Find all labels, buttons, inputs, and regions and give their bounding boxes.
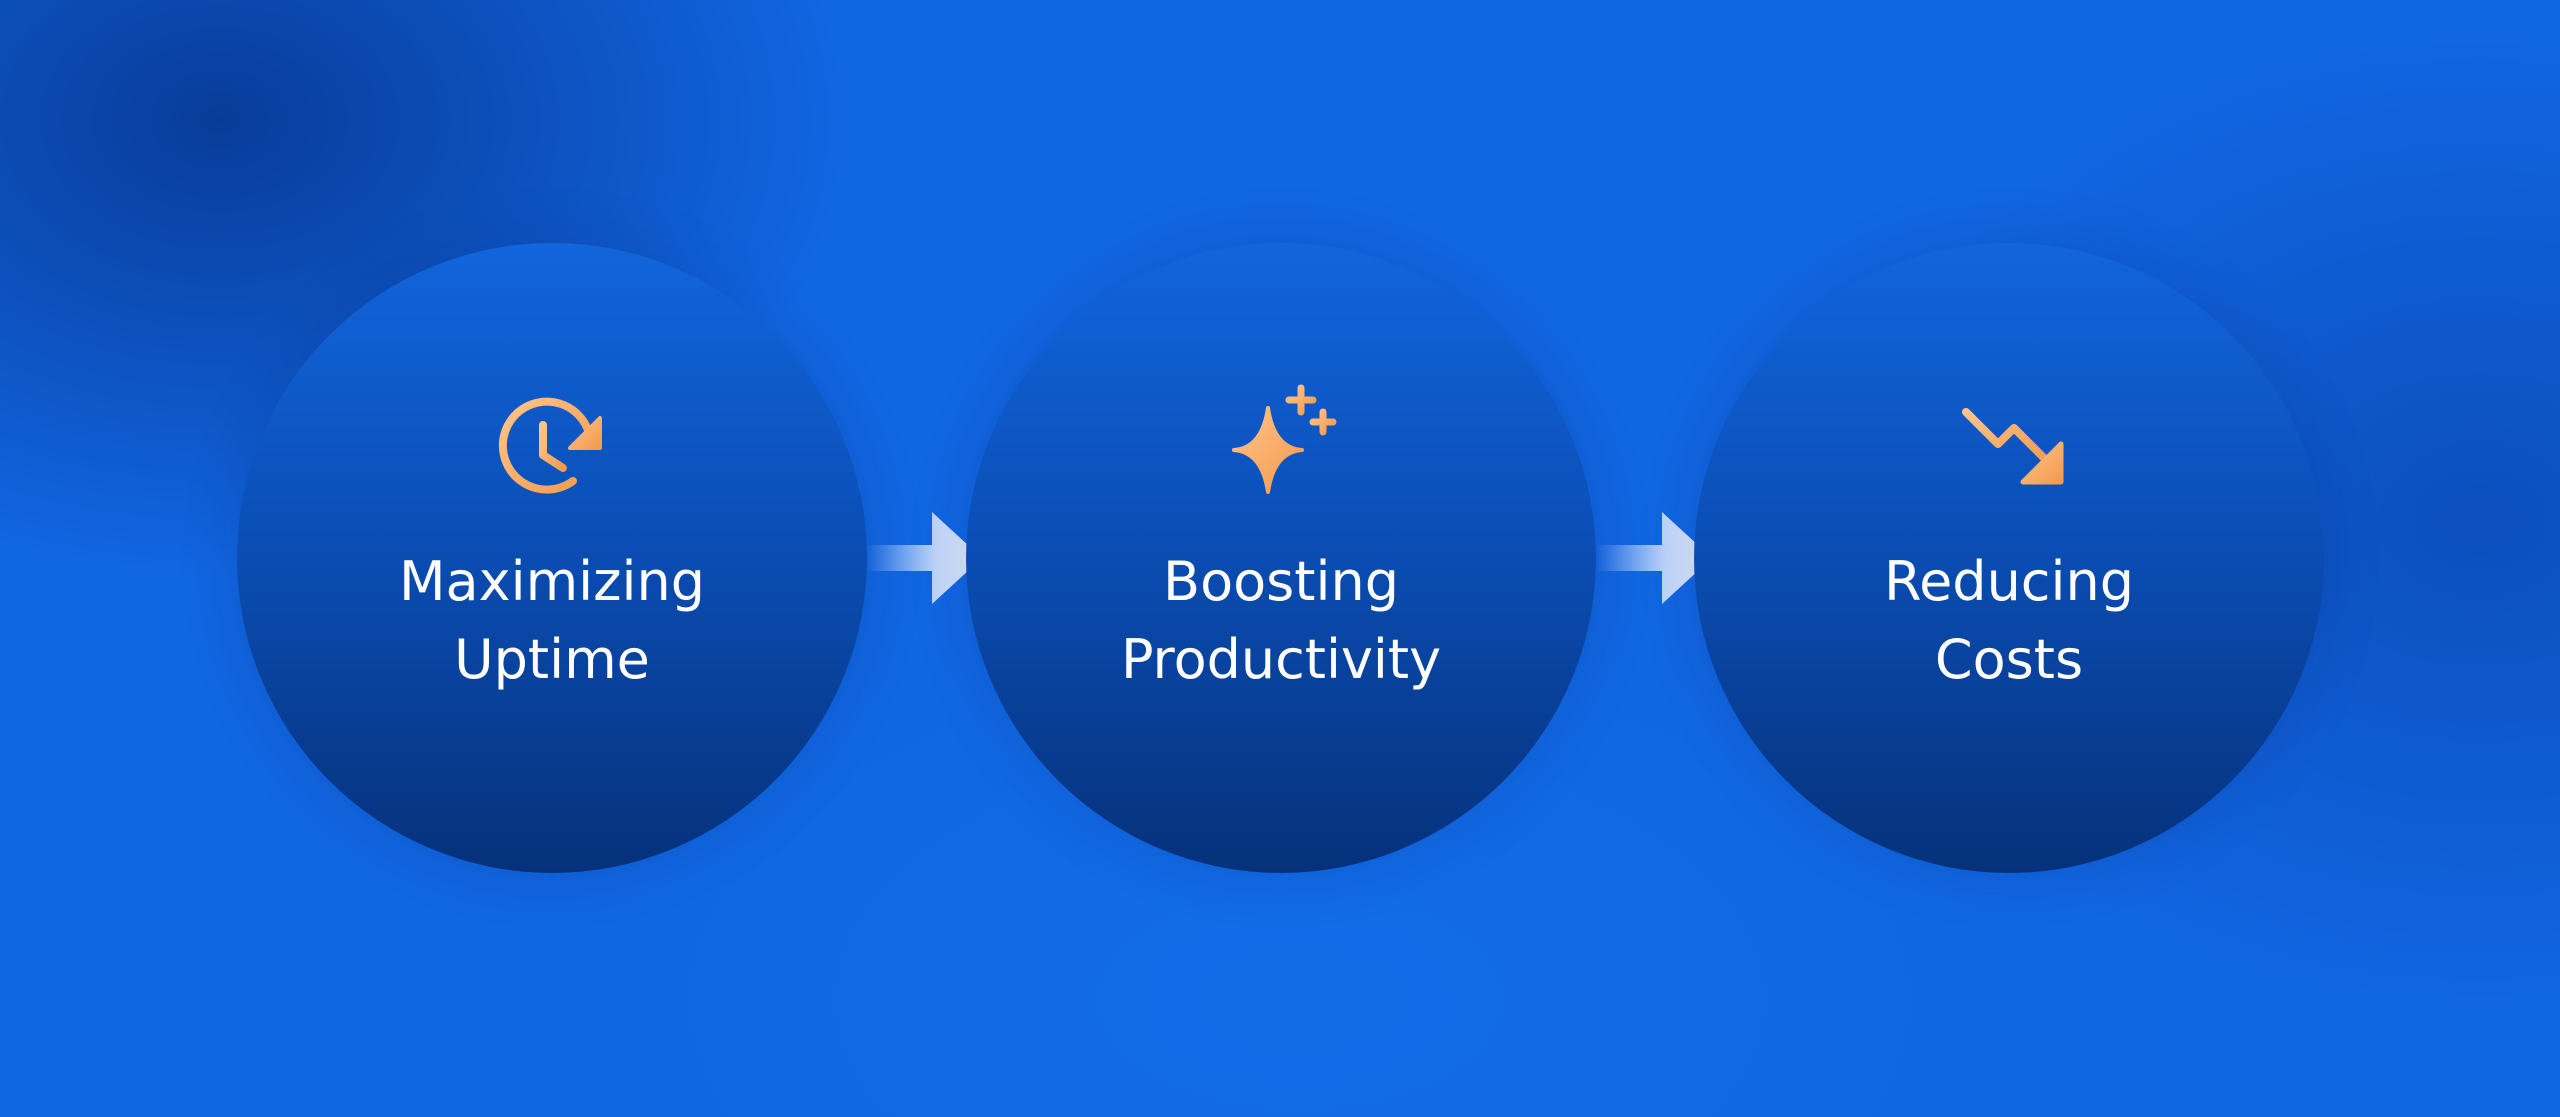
step-label-line2: Uptime xyxy=(454,628,650,691)
step-label-line1: Reducing xyxy=(1883,550,2134,613)
step-label: Boosting Productivity xyxy=(966,543,1596,699)
step-label: Maximizing Uptime xyxy=(237,543,867,699)
step-label: Reducing Costs xyxy=(1694,543,2324,699)
step-label-line2: Costs xyxy=(1934,628,2084,691)
step-label-line2: Productivity xyxy=(1120,628,1442,691)
sparkle-icon xyxy=(1216,380,1346,510)
step-label-line1: Boosting xyxy=(1163,550,1399,613)
step-maximizing-uptime: Maximizing Uptime xyxy=(237,243,867,873)
arrow-right-icon xyxy=(1596,508,1714,608)
trend-down-icon xyxy=(1944,380,2074,510)
step-label-line1: Maximizing xyxy=(398,550,706,613)
arrow-right-icon xyxy=(866,508,984,608)
step-boosting-productivity: Boosting Productivity xyxy=(966,243,1596,873)
clock-refresh-icon xyxy=(487,380,617,510)
step-reducing-costs: Reducing Costs xyxy=(1694,243,2324,873)
